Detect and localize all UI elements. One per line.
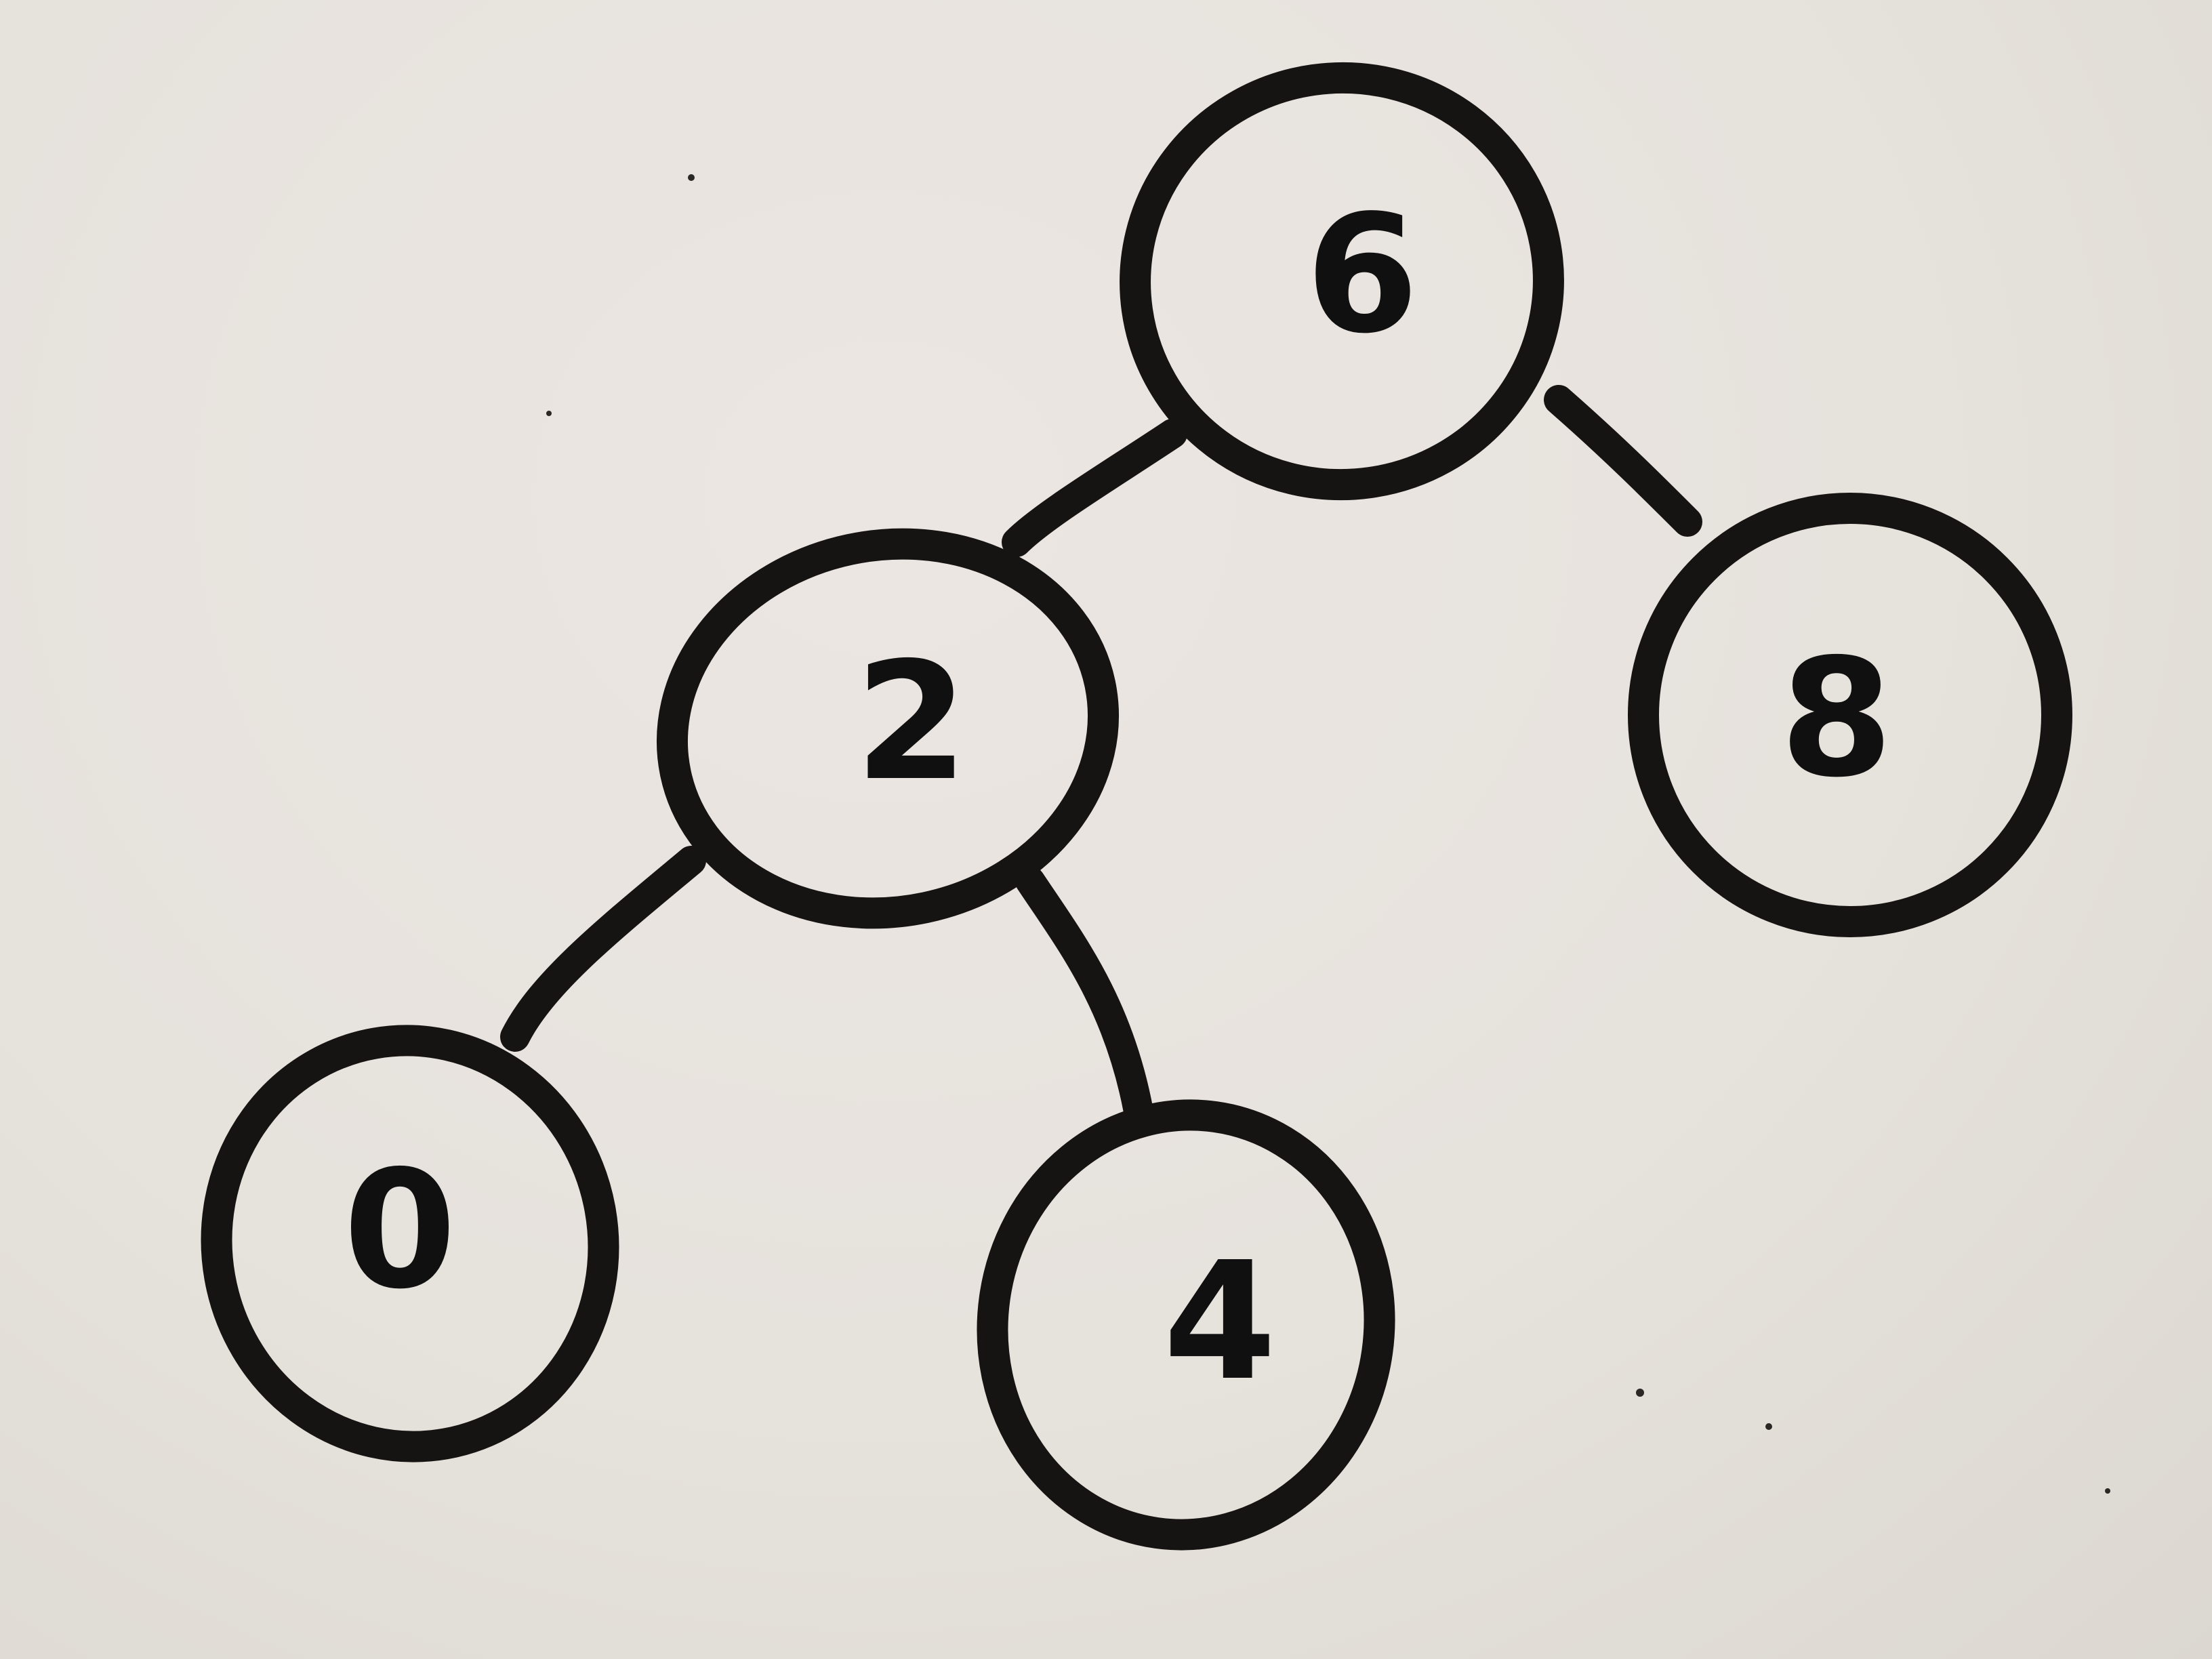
board-speck — [1765, 1423, 1772, 1430]
tree-node-6: 6 — [1120, 62, 1564, 501]
node-circle — [1628, 493, 2072, 937]
node-label: 8 — [1780, 623, 1893, 813]
node-label: 6 — [1306, 180, 1419, 369]
tree-node-8: 8 — [1628, 493, 2072, 937]
edge-2-4 — [1015, 866, 1153, 1126]
node-circle — [656, 528, 1120, 929]
tree-node-4: 4 — [977, 1099, 1395, 1551]
board-speck — [546, 411, 552, 416]
tree-node-0: 0 — [201, 1025, 619, 1462]
tree-node-2: 2 — [656, 528, 1120, 929]
node-circle — [201, 1025, 619, 1462]
board-speck — [1636, 1389, 1644, 1397]
node-label: 0 — [344, 1135, 457, 1325]
edge-2-0 — [500, 846, 706, 1052]
node-label: 2 — [855, 627, 968, 817]
board-speck — [2105, 1488, 2110, 1494]
node-circle — [1120, 62, 1564, 501]
edge-6-8 — [1544, 385, 1702, 537]
node-label: 4 — [1164, 1227, 1277, 1416]
node-circle — [977, 1099, 1395, 1551]
board-speck — [688, 174, 695, 181]
edge-6-2 — [1002, 419, 1187, 557]
